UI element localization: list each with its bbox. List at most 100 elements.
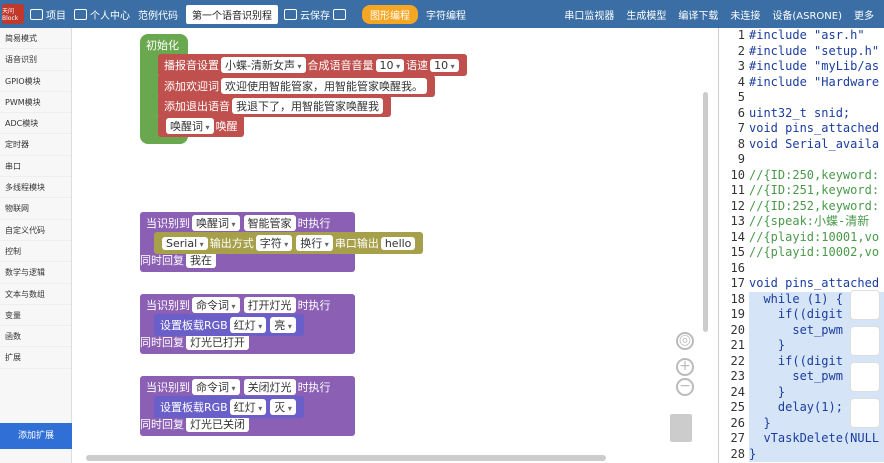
volume-dropdown[interactable]: 10 [375,59,405,72]
rgb-off-block[interactable]: 设置板载RGB红灯灭 [154,396,304,418]
sidebar-item[interactable]: PWM模块 [0,92,71,114]
color-dropdown[interactable]: 红灯 [229,399,267,415]
sidebar-item[interactable]: GPIO模块 [0,71,71,92]
type-dropdown[interactable]: 命令词 [192,297,240,313]
examples-menu[interactable]: 范例代码 [138,7,178,22]
code-text[interactable]: //{playid:10001,vo [749,229,880,244]
code-line: 2#include "setup.h" [719,43,884,59]
code-text[interactable] [749,90,884,106]
code-text[interactable]: #include "Hardware [749,74,880,89]
code-text[interactable]: void pins_attached [749,121,880,135]
project-menu[interactable]: 项目 [30,7,66,22]
zoom-out-icon[interactable]: − [676,378,694,396]
sidebar-item[interactable]: 扩展 [0,347,71,369]
personal-center[interactable]: 个人中心 [74,7,130,22]
reply-field[interactable]: 灯光已打开 [186,334,249,350]
code-text[interactable]: #include "asr.h" [749,28,865,42]
reply-field[interactable]: 我在 [186,252,216,268]
sidebar-item[interactable]: 文本与数组 [0,284,71,305]
label: 语速 [406,59,429,72]
qrcode-icon[interactable] [850,398,880,428]
keyword-field[interactable]: 关闭灯光 [243,379,296,395]
project-name-input[interactable]: 第一个语音识别程 [186,4,278,24]
sidebar-item[interactable]: 控制 [0,241,71,263]
edit-icon[interactable] [850,362,880,392]
code-text[interactable]: //{speak:小蝶-清新 [749,214,870,228]
wake-dropdown[interactable]: 唤醒词 [166,118,214,134]
code-text[interactable]: //{ID:251,keyword: [749,183,880,197]
generate-model-button[interactable]: 生成模型 [626,10,667,22]
workspace-horizontal-scrollbar[interactable] [86,455,606,461]
label: 同时回复 [140,254,184,267]
sidebar-item[interactable]: 变量 [0,305,71,327]
sidebar-item[interactable]: 多线程模块 [0,177,71,199]
voice-dropdown[interactable]: 小蝶-清新女声 [221,57,306,73]
image-icon[interactable] [333,8,346,20]
sidebar-item[interactable]: 物联网 [0,198,71,220]
code-text[interactable]: #include "myLib/as [749,59,880,73]
code-text[interactable] [749,261,884,277]
welcome-block[interactable]: 添加欢迎词欢迎使用智能管家，用智能管家唤醒我。 [158,75,435,97]
code-text[interactable]: vTaskDelete(NULL [749,431,884,447]
exit-voice-block[interactable]: 添加退出语音我退下了，用智能管家唤醒我 [158,95,391,117]
sidebar-item[interactable]: 串口 [0,156,71,178]
code-text[interactable]: uint32_t snid; [749,105,851,120]
line-number: 3 [719,59,749,75]
chart-icon[interactable] [850,290,880,320]
state-dropdown[interactable]: 亮 [270,317,296,333]
sidebar-item[interactable]: ADC模块 [0,113,71,135]
color-dropdown[interactable]: 红灯 [229,317,267,333]
sidebar-item[interactable]: 数学与逻辑 [0,262,71,284]
code-text[interactable] [749,152,884,168]
more-button[interactable]: 更多 [854,10,874,22]
cloud-save-button[interactable]: 云保存 [284,7,346,22]
code-text[interactable]: //{playid:10002,vo [749,245,880,259]
keyword-field[interactable]: 打开灯光 [243,297,296,313]
speed-dropdown[interactable]: 10 [430,59,459,72]
type-dropdown[interactable]: 命令词 [192,379,240,395]
welcome-text[interactable]: 欢迎使用智能管家，用智能管家唤醒我。 [221,78,427,94]
rgb-on-block[interactable]: 设置板载RGB红灯亮 [154,314,304,336]
code-line: 4#include "Hardware [719,74,884,90]
code-text[interactable]: //{ID:250,keyword: [749,167,880,182]
share-icon[interactable] [850,326,880,356]
code-editor[interactable]: 1#include "asr.h"2#include "setup.h"3#in… [718,28,884,463]
trash-icon[interactable] [670,414,692,442]
output-text[interactable]: hello [380,237,416,250]
sidebar-item[interactable]: 自定义代码 [0,220,71,241]
code-text[interactable]: } [749,446,884,462]
add-extension-button[interactable]: 添加扩展 [0,423,72,449]
wake-word-block[interactable]: 唤醒词唤醒 [158,115,244,137]
sidebar-item[interactable]: 函数 [0,326,71,348]
code-text[interactable]: //{ID:252,keyword: [749,198,880,213]
code-text[interactable]: void pins_attached [749,276,880,290]
compile-button[interactable]: 编译下载 [678,10,719,22]
type-dropdown[interactable]: 唤醒词 [192,215,240,231]
center-icon[interactable]: ◎ [676,332,694,350]
mode-dropdown[interactable]: 字符 [255,235,293,251]
code-text[interactable]: void Serial_availa [749,136,880,151]
newline-dropdown[interactable]: 换行 [296,235,333,251]
device-button[interactable]: 设备(ASRONE) [772,10,842,22]
connect-button[interactable]: 未连接 [730,10,761,22]
sidebar-item[interactable]: 定时器 [0,134,71,156]
state-dropdown[interactable]: 灭 [270,399,296,415]
serial-monitor-button[interactable]: 串口监视器 [564,10,615,22]
serial-output-block[interactable]: Serial输出方式字符换行串口输出hello [154,232,424,254]
sidebar-item[interactable]: 简易模式 [0,28,71,50]
workspace-vertical-scrollbar[interactable] [703,92,708,332]
sidebar-item[interactable]: 语音识别 [0,49,71,71]
serial-dropdown[interactable]: Serial [162,237,208,250]
code-mode-button[interactable]: 字符编程 [426,10,466,22]
keyword-field[interactable]: 智能管家 [243,215,296,231]
graphic-mode-button[interactable]: 图形编程 [362,4,418,24]
exit-text[interactable]: 我退下了，用智能管家唤醒我 [232,98,383,114]
reply-field[interactable]: 灯光已关闭 [186,416,249,432]
line-number: 12 [719,198,749,214]
zoom-in-icon[interactable]: + [676,358,694,376]
code-text[interactable]: #include "setup.h" [749,43,880,58]
